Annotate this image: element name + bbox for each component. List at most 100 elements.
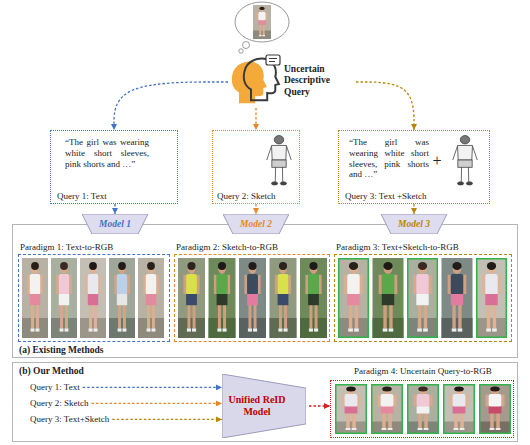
paradigm-box: Paradigm 1: Text-to-RGB <box>18 242 170 342</box>
illustration-part <box>217 294 228 305</box>
illustration-part <box>253 328 257 331</box>
illustration-part <box>453 146 458 160</box>
illustration-part <box>354 328 359 331</box>
person-photo <box>335 384 367 434</box>
illustration-part <box>496 413 500 428</box>
illustration-part <box>156 275 159 294</box>
node-text: Query 3: Text+Sketch <box>30 414 109 425</box>
illustration-part <box>272 145 287 160</box>
illustration-part <box>272 182 278 185</box>
illustration-part <box>152 304 155 328</box>
illustration-part <box>417 394 430 407</box>
illustration-part <box>40 275 43 294</box>
gallery-frame <box>334 254 512 342</box>
illustration-part <box>336 385 367 434</box>
gallery-frame <box>330 380 514 438</box>
illustration-part <box>36 328 40 331</box>
model-trapezoid: Model 3 <box>381 214 447 234</box>
illustration-part <box>458 160 472 167</box>
illustration-part <box>31 262 39 270</box>
illustration-part <box>257 12 259 20</box>
illustration-part <box>263 25 265 35</box>
illustration-part <box>460 136 470 144</box>
illustration-part <box>373 318 404 338</box>
illustration-part <box>490 413 494 428</box>
illustration-part <box>147 263 154 274</box>
illustration-part <box>408 259 438 338</box>
connector-arrow <box>114 82 228 130</box>
illustration-part <box>355 304 358 328</box>
illustration-part <box>187 304 190 328</box>
illustration-part <box>344 275 347 294</box>
illustration-part <box>345 394 358 407</box>
node-text: Query 3: Text +Sketch <box>345 191 475 202</box>
illustration-part <box>349 262 358 270</box>
node-text: Query 2: Sketch <box>30 398 89 409</box>
illustration-part <box>407 422 439 435</box>
illustration-part <box>89 328 93 331</box>
illustration-part <box>249 263 257 274</box>
illustration-part <box>278 294 289 305</box>
illustration-part <box>270 258 297 338</box>
illustration-part <box>186 274 197 295</box>
illustration-part <box>381 394 394 407</box>
person-photo <box>270 258 297 338</box>
gallery-frame <box>18 254 170 342</box>
illustration-part <box>31 263 38 274</box>
illustration-part <box>88 274 98 295</box>
node-text: Model 2 <box>223 219 289 230</box>
illustration-part <box>143 275 146 294</box>
illustration-part <box>98 275 101 294</box>
illustration-part <box>384 263 393 274</box>
illustration-part <box>123 304 126 328</box>
illustration-part <box>30 274 40 295</box>
trapezoid-outline <box>381 214 447 234</box>
illustration-part <box>389 304 392 328</box>
illustration-part <box>284 328 288 331</box>
paradigm-box: Paradigm 3: Text+Sketch-to-RGB <box>334 242 512 342</box>
person-photo <box>371 384 403 434</box>
illustration-part <box>218 304 221 328</box>
illustration-part <box>275 275 278 294</box>
illustration-part <box>489 394 502 407</box>
trapezoid-outline <box>82 214 148 234</box>
illustration-part <box>193 304 196 328</box>
illustration-part <box>453 394 466 407</box>
illustration-part <box>424 304 427 328</box>
illustration-part <box>239 318 266 338</box>
illustration-part <box>461 166 462 182</box>
node-text: (a) Existing Methods <box>19 345 219 356</box>
person-photo <box>253 5 271 39</box>
illustration-part <box>214 275 217 294</box>
illustration-part <box>209 258 236 338</box>
illustration-part <box>346 428 351 430</box>
illustration-part <box>223 304 226 328</box>
illustration-part <box>460 413 464 428</box>
sketch-figure <box>267 136 291 185</box>
illustration-part <box>418 262 427 270</box>
illustration-part <box>248 262 256 270</box>
illustration-part <box>493 304 496 328</box>
illustration-part <box>341 395 344 407</box>
illustration-part <box>88 294 98 305</box>
illustration-part <box>266 12 268 20</box>
person-photo <box>80 258 106 338</box>
section-panel: (a) Existing Methods Paradigm 1: Text-to-… <box>12 224 518 358</box>
head-icon <box>232 62 267 104</box>
illustration-part <box>486 328 491 331</box>
illustration-part <box>117 274 127 295</box>
illustration-part <box>65 328 69 331</box>
illustration-part <box>254 304 257 328</box>
illustration-part <box>244 275 247 294</box>
illustration-part <box>480 385 511 434</box>
illustration-part <box>383 304 386 328</box>
illustration-part <box>309 304 312 328</box>
illustration-part <box>393 395 396 407</box>
node-text: Paradigm 1: Text-to-RGB <box>20 242 170 253</box>
illustration-part <box>472 146 477 160</box>
illustration-part <box>30 294 40 305</box>
illustration-part <box>487 304 490 328</box>
gallery-frame <box>174 254 330 342</box>
node-text: Paradigm 3: Text+Sketch-to-RGB <box>336 242 512 253</box>
person-photo <box>373 258 404 338</box>
